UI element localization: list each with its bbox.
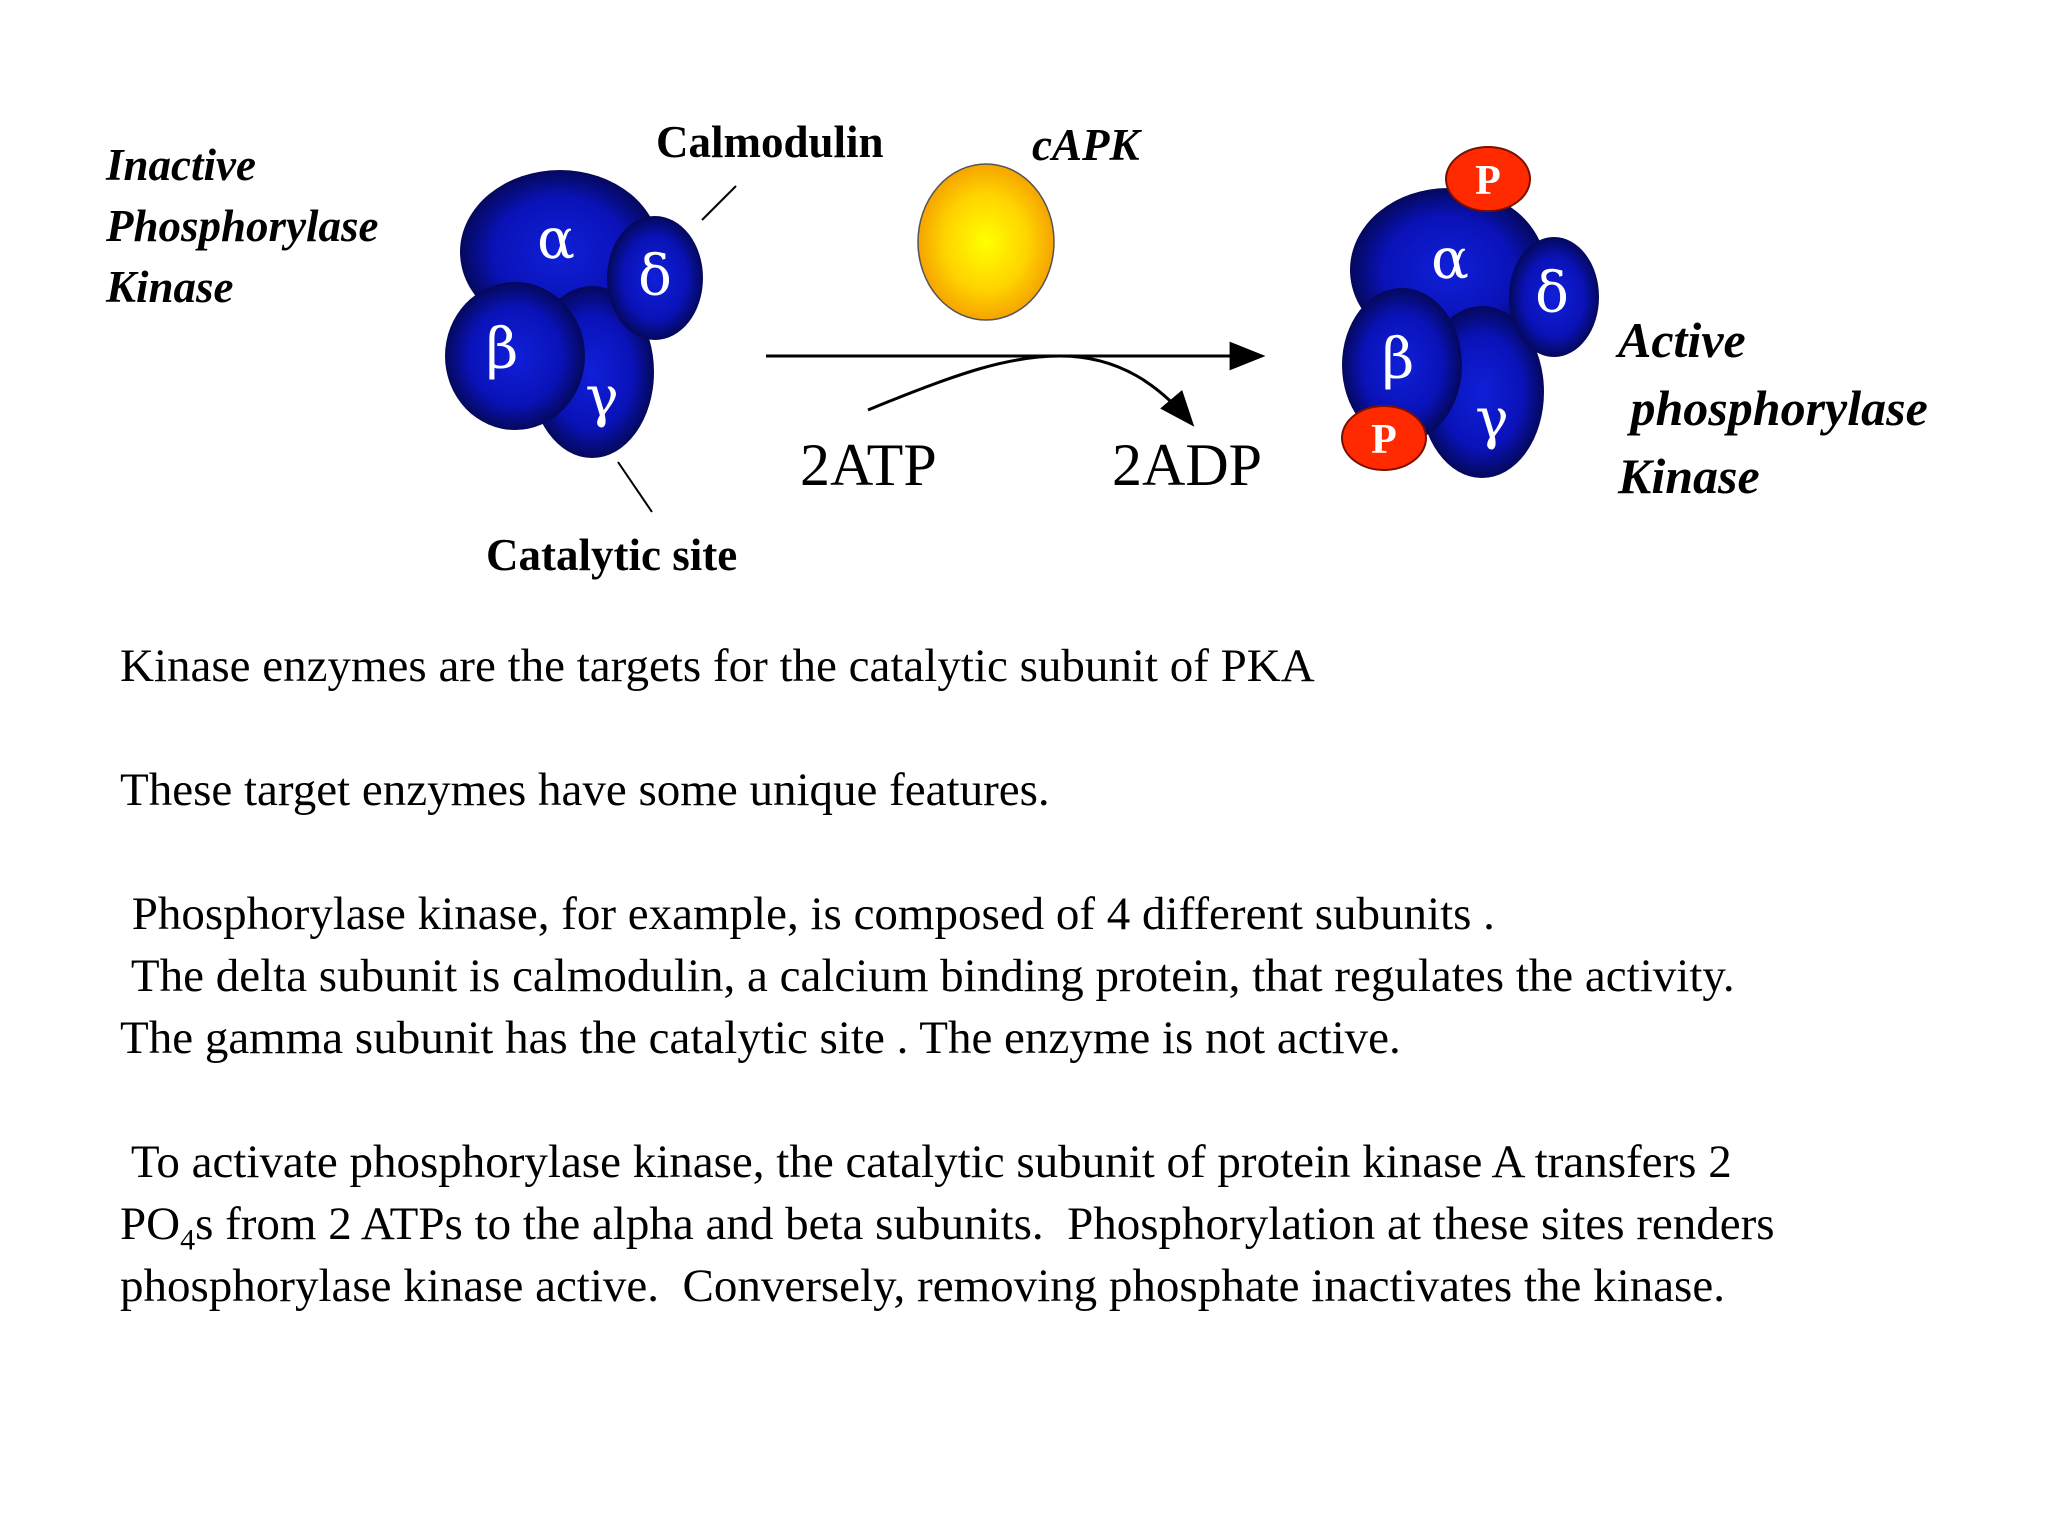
capk-label: cAPK xyxy=(1032,120,1142,170)
atp-label: 2ATP xyxy=(800,432,937,498)
subscript-4: 4 xyxy=(180,1223,196,1257)
beta-label: β xyxy=(486,317,518,382)
delta-label: δ xyxy=(1535,261,1569,326)
po-text: PO xyxy=(120,1198,181,1250)
phosphate-label: P xyxy=(1475,158,1501,204)
phosphate-group xyxy=(1341,405,1427,471)
inactive-kinase-label: Inactive Phosphorylase Kinase xyxy=(105,140,390,312)
active-label-line: phosphorylase xyxy=(1618,380,1928,436)
paragraph-unique-features: These target enzymes have some unique fe… xyxy=(120,759,2000,821)
text-line: The delta subunit is calmodulin, a calci… xyxy=(120,950,1735,1002)
capk-enzyme xyxy=(917,163,1055,321)
text-line: phosphorylase kinase active. Conversely,… xyxy=(120,1260,1725,1312)
alpha-label: α xyxy=(537,207,575,272)
inactive-label-line: Inactive xyxy=(105,140,256,190)
calmodulin-pointer-line xyxy=(701,185,737,221)
text-line-rest: s from 2 ATPs to the alpha and beta subu… xyxy=(195,1198,1775,1250)
text-line: Kinase enzymes are the targets for the c… xyxy=(120,640,1315,692)
catalytic-site-label: Catalytic site xyxy=(486,530,737,580)
inactive-kinase-complex: α δ β γ xyxy=(445,170,703,458)
text-line-po4: PO4s from 2 ATPs to the alpha and beta s… xyxy=(120,1193,2000,1255)
beta-label: β xyxy=(1382,327,1414,392)
phosphorylase-kinase-activation-diagram: Inactive Phosphorylase Kinase α δ β γ Ca… xyxy=(105,117,1940,580)
active-kinase-complex: α δ β γ P P xyxy=(1341,146,1599,478)
paragraph-pka-targets: Kinase enzymes are the targets for the c… xyxy=(120,635,2000,697)
active-label-line: Kinase xyxy=(1617,448,1760,504)
calmodulin-label: Calmodulin xyxy=(656,117,884,167)
beta-subunit xyxy=(1342,288,1462,442)
paragraph-subunits: Phosphorylase kinase, for example, is co… xyxy=(120,883,2000,1069)
phosphate-label: P xyxy=(1371,417,1397,463)
catalytic-site-pointer-line xyxy=(617,461,653,513)
text-line: Phosphorylase kinase, for example, is co… xyxy=(120,888,1495,940)
inactive-label-line: Kinase xyxy=(105,262,234,312)
gamma-label: γ xyxy=(1475,387,1508,452)
delta-subunit xyxy=(1509,237,1599,357)
phosphate-group xyxy=(1445,146,1531,212)
gamma-label: γ xyxy=(585,365,618,430)
inactive-label-line: Phosphorylase xyxy=(105,201,379,251)
atp-adp-curved-arrow xyxy=(867,354,1195,427)
delta-subunit xyxy=(607,216,703,340)
active-kinase-label: Active phosphorylase Kinase xyxy=(1615,312,1940,504)
delta-label: δ xyxy=(638,244,672,309)
paragraph-activation: To activate phosphorylase kinase, the ca… xyxy=(120,1131,2000,1317)
active-label-line: Active xyxy=(1615,312,1746,368)
explanation-text: Kinase enzymes are the targets for the c… xyxy=(120,635,2000,1379)
beta-subunit xyxy=(445,282,585,430)
alpha-label: α xyxy=(1431,227,1469,292)
text-line: To activate phosphorylase kinase, the ca… xyxy=(120,1136,1732,1188)
text-line: These target enzymes have some unique fe… xyxy=(120,764,1050,816)
adp-label: 2ADP xyxy=(1112,432,1262,498)
text-line: The gamma subunit has the catalytic site… xyxy=(120,1012,1401,1064)
